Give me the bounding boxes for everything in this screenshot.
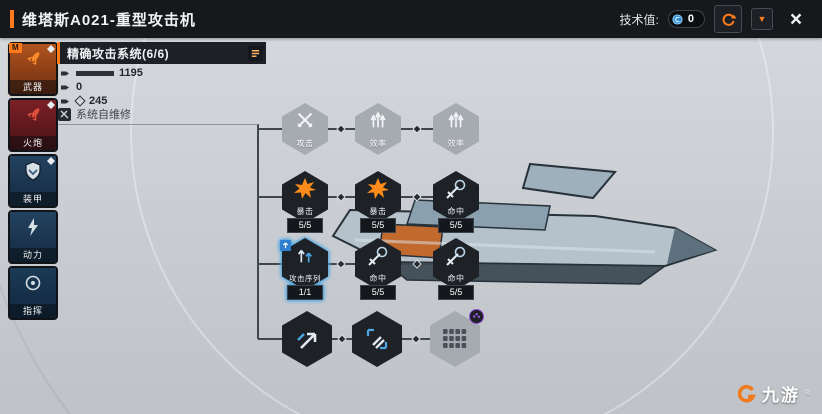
sidebar-item-command[interactable]: 指挥 [8,266,58,320]
lightning-icon [28,218,38,236]
shell-icon [27,108,40,122]
resource-icon [74,95,86,107]
purple-charge-badge [469,309,484,324]
sword-circle-icon [446,179,466,199]
node-count-badge: 5/5 [287,218,323,233]
sequence-corner-badge [280,240,291,251]
ammo-icon [61,71,69,75]
list-icon [251,50,260,57]
panel-title: 精确攻击系统(6/6) [67,46,170,61]
stat-value: 1195 [119,67,143,79]
self-repair-row[interactable]: 系统自维修 [58,106,131,122]
tech-value-pill[interactable]: 0 [667,10,705,28]
sidebar-item-label: 指挥 [10,304,56,318]
node-label: 暴击 [369,207,387,216]
brand-reg: ® [804,390,810,397]
tree-node[interactable]: 命中 5/5 [433,171,479,233]
node-label: 暴击 [296,207,314,216]
stat-row: 1195 [60,67,143,79]
panel-divider [57,124,258,125]
tree-node[interactable]: 效率 [355,103,401,155]
caret-down-icon: ▼ [757,13,767,24]
node-label: 命中 [447,274,465,283]
stat-value: 0 [76,81,83,93]
tree-node[interactable]: 暴击 5/5 [282,171,328,233]
self-repair-label: 系统自维修 [76,109,131,121]
sidebar-item-artillery[interactable]: 火炮 [8,98,58,152]
sidebar-item-weapon[interactable]: M 武器 [8,42,58,96]
detail-list-button[interactable] [248,46,263,61]
target-icon [25,275,41,291]
ammo-grid-icon [443,329,467,348]
shield-icon [25,161,41,181]
m-badge: M [9,43,22,53]
dropdown-button[interactable]: ▼ [751,8,773,30]
node-count-badge: 5/5 [360,285,396,300]
stat-bar [76,70,114,76]
burst-icon [367,178,389,199]
stat-row: 245 [60,95,107,107]
close-button[interactable]: × [782,5,810,33]
brand-logo: 九游 ® [737,381,810,406]
sword-circle-icon [368,246,388,266]
ammo-icon [61,85,69,89]
node-label: 效率 [369,139,387,148]
system-panel-header: 精确攻击系统(6/6) [57,42,266,64]
node-label: 攻击序列 [289,274,321,283]
tech-value: 0 [687,13,694,25]
refresh-icon [722,13,736,26]
node-count-badge: 1/1 [287,285,323,300]
node-label: 攻击 [296,139,314,148]
sword-circle-icon [446,246,466,266]
tree-node[interactable] [282,311,332,367]
brand-text: 九游 [761,386,800,405]
corner-marker-icon [47,45,55,53]
tree-node[interactable]: 攻击 [282,103,328,155]
node-label: 效率 [447,139,465,148]
node-count-badge: 5/5 [438,218,474,233]
tree-node[interactable] [352,311,402,367]
sidebar-item-label: 动力 [10,248,56,262]
sidebar-item-power[interactable]: 动力 [8,210,58,264]
refresh-button[interactable] [714,5,742,33]
corner-marker-icon [47,157,55,165]
brand-mark-icon [737,384,756,402]
sequence-icon [297,249,313,263]
tree-node[interactable]: 命中 5/5 [433,238,479,300]
sidebar-item-label: 火炮 [10,136,56,150]
crossed-swords-icon [297,112,313,128]
tech-value-label: 技术值: [619,12,659,27]
ammo-icon [61,99,69,103]
close-icon: × [789,7,803,31]
up-arrows-icon [370,111,386,128]
node-label: 命中 [447,207,465,216]
tree-node[interactable]: 效率 [433,103,479,155]
stat-value: 245 [89,95,108,107]
missile-icon [27,52,40,66]
burst-icon [294,178,316,199]
tech-coin-icon [672,13,683,25]
topbar-right: 技术值: 0 ▼ × [620,5,822,33]
tree-node[interactable]: 命中 5/5 [355,238,401,300]
node-count-badge: 5/5 [360,218,396,233]
tree-node[interactable]: 暴击 5/5 [355,171,401,233]
tree-node[interactable] [430,309,484,367]
stat-row: 0 [60,81,82,93]
topbar: 维塔斯A021-重型攻击机 技术值: 0 ▼ × [0,0,822,38]
self-repair-icon [58,107,71,121]
corner-marker-icon [47,101,55,109]
node-label: 命中 [369,274,387,283]
sidebar-item-label: 武器 [10,80,56,94]
title-accent [10,10,14,28]
page-title: 维塔斯A021-重型攻击机 [22,11,196,29]
up-arrows-icon [448,111,464,128]
sidebar-item-label: 装甲 [10,192,56,206]
sidebar-item-armor[interactable]: 装甲 [8,154,58,208]
maneuver-icon [366,328,388,350]
tree-node[interactable]: 攻击序列 1/1 [280,238,328,300]
dash-arrow-icon [297,332,317,349]
node-count-badge: 5/5 [438,285,474,300]
